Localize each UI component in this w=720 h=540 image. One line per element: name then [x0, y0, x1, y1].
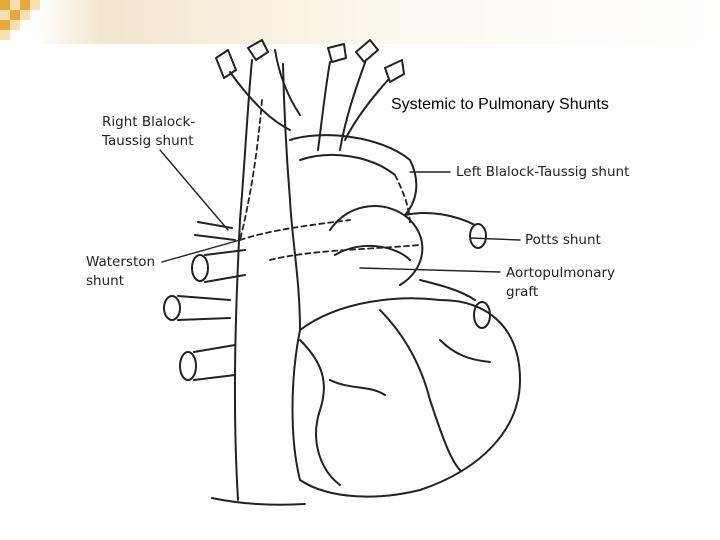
slide-title: Systemic to Pulmonary Shunts	[391, 96, 609, 113]
label-left-bt: Left Blalock-Taussig shunt	[456, 164, 629, 180]
label-waterston-line1: Waterston	[86, 254, 155, 270]
label-aortopulmonary-line1: Aortopulmonary	[506, 265, 615, 281]
label-right-bt-line2: Taussig shunt	[101, 133, 194, 149]
leader-lines	[159, 149, 521, 273]
pulmonary-veins	[163, 221, 246, 381]
label-right-bt-line1: Right Blalock-	[102, 114, 195, 130]
pulmonary-artery	[329, 205, 491, 329]
superior-vena-cava	[211, 59, 306, 506]
aortic-arch	[215, 39, 418, 216]
shunt-paths	[239, 99, 421, 261]
label-potts: Potts shunt	[525, 232, 601, 248]
header-band	[0, 0, 720, 44]
label-waterston-line2: shunt	[86, 273, 124, 289]
label-aortopulmonary-line2: graft	[506, 284, 538, 300]
heart-body	[291, 297, 521, 498]
checker-logo	[0, 0, 40, 40]
